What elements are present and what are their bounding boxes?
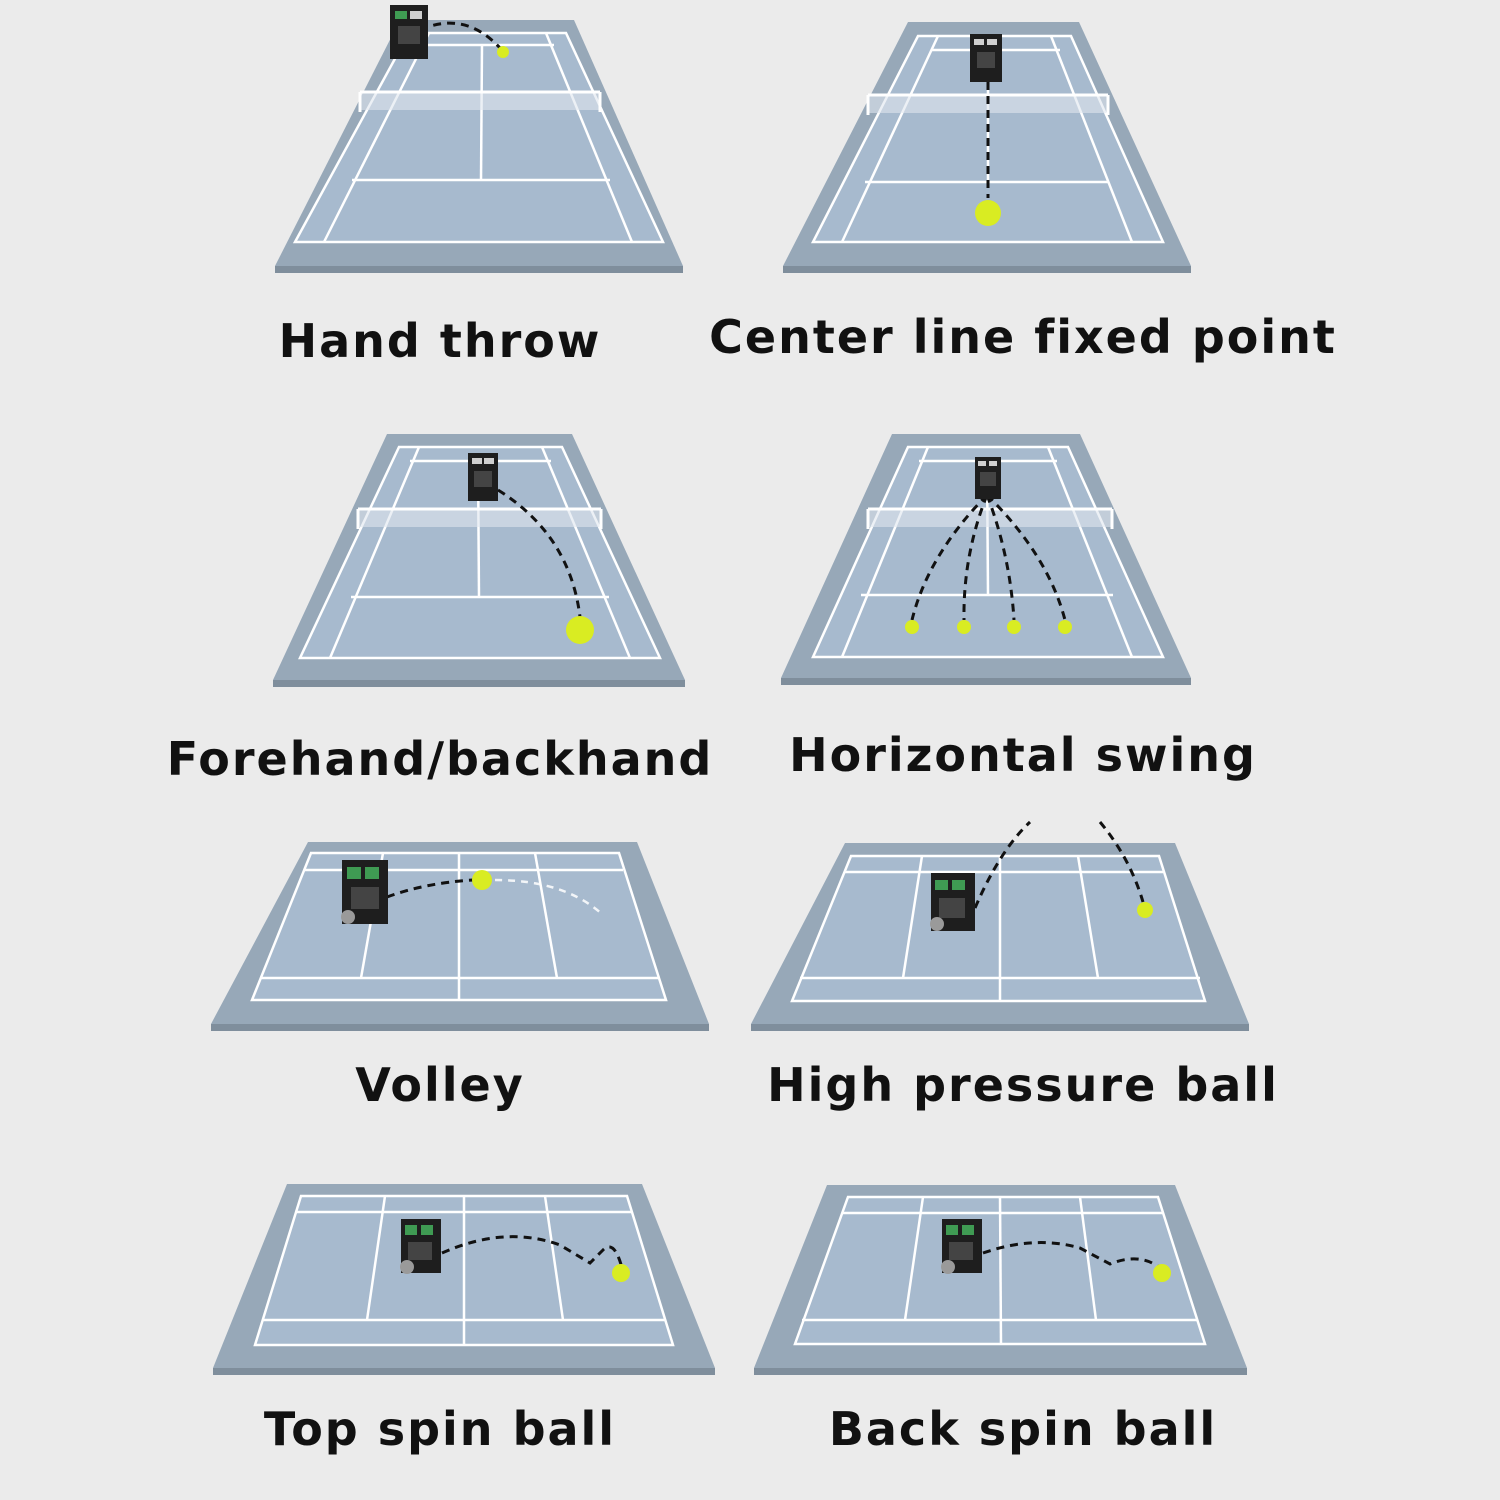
net [358, 90, 602, 112]
caption-forehand-backhand: Forehand/backhand [166, 732, 714, 786]
ball-trajectories [910, 493, 1067, 621]
caption-high-pressure-ball: High pressure ball [767, 1058, 1279, 1112]
caption-volley: Volley [355, 1058, 525, 1112]
ball-machine-icon [930, 873, 975, 931]
ball-machine-icon [468, 453, 498, 501]
court-back-spin-ball [754, 1185, 1247, 1375]
ball-trajectory [386, 878, 474, 899]
ball-trajectory [497, 488, 582, 618]
tennis-ball-icon [612, 1264, 630, 1282]
caption-hand-throw: Hand throw [278, 314, 602, 368]
ball-machine-icon [390, 5, 428, 59]
court-volley [211, 842, 709, 1031]
tennis-ball-icon [1137, 902, 1153, 918]
caption-back-spin-ball: Back spin ball [828, 1402, 1218, 1456]
court-center-line-fixed-point [783, 22, 1191, 273]
caption-horizontal-swing: Horizontal swing [789, 728, 1257, 782]
tennis-ball-icon [905, 620, 1072, 634]
ball-trajectory [419, 21, 502, 50]
ball-machine-icon [941, 1219, 982, 1274]
ball-machine-icon [975, 457, 1001, 499]
court-hand-throw [275, 5, 683, 273]
court-forehand-backhand [273, 434, 685, 687]
caption-top-spin-ball: Top spin ball [263, 1402, 617, 1456]
ball-trajectory-down [1098, 821, 1145, 903]
tennis-ball-icon [497, 46, 509, 58]
court-horizontal-swing [781, 434, 1191, 685]
ball-machine-icon [400, 1219, 441, 1274]
tennis-ball-icon [975, 200, 1001, 226]
tennis-ball-icon [472, 870, 492, 890]
net [866, 507, 1114, 529]
ball-trajectory-continuation [494, 878, 604, 916]
ball-machine-icon [341, 860, 388, 924]
ball-machine-icon [970, 34, 1002, 82]
tennis-ball-icon [566, 616, 594, 644]
tennis-ball-icon [1153, 1264, 1171, 1282]
ball-trajectory-up [973, 820, 1032, 909]
caption-center-line-fixed-point: Center line fixed point [709, 310, 1337, 364]
court-high-pressure-ball [751, 820, 1249, 1031]
net [356, 507, 603, 529]
court-top-spin-ball [213, 1184, 715, 1375]
ball-trajectory [982, 1241, 1161, 1270]
